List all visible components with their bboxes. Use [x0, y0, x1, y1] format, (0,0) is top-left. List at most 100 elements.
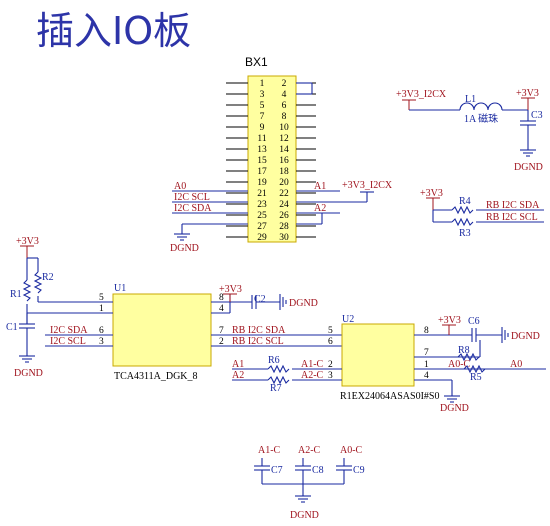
u2-net-a0: A0: [510, 359, 522, 370]
resistor-r4-icon: [451, 205, 474, 215]
connector-name: BX1: [245, 55, 268, 69]
caps-gnd-label: DGND: [290, 510, 319, 521]
u2-pwr: +3V3: [438, 315, 461, 326]
u2-pin-8: 8: [424, 326, 429, 336]
resistor-r3-icon: [451, 217, 474, 227]
inductor-icon: [459, 102, 503, 111]
u1-gnd-right: DGND: [289, 298, 318, 309]
cap-c6-ref: C6: [468, 316, 480, 327]
resistor-r5-ref: R5: [470, 372, 482, 383]
u1-pin-2: 2: [219, 337, 224, 347]
connector-pin-left: 7: [260, 112, 265, 122]
u1-gnd-left: DGND: [14, 368, 43, 379]
connector-pin-right: 28: [279, 222, 289, 232]
filter-cap-ref: C3: [531, 110, 543, 121]
connector-pin-right: 20: [279, 178, 289, 188]
net-label-i2c-scl: I2C SCL: [174, 192, 210, 203]
connector-pin-right: 2: [282, 79, 287, 89]
u2-gnd-right: DGND: [511, 331, 540, 342]
u2-pin-2: 2: [328, 360, 333, 370]
u1-pwr-left: +3V3: [16, 236, 39, 247]
connector-pin-left: 29: [257, 233, 267, 243]
filter-in-net: +3V3_I2CX: [396, 89, 447, 100]
connector-pin-right: 14: [279, 145, 289, 155]
resistor-r3-ref: R3: [459, 228, 471, 239]
u1-pwr-right: +3V3: [219, 284, 242, 295]
chip-u1-part: TCA4311A_DGK_8: [114, 371, 198, 382]
resistor-r8-icon: [457, 352, 480, 362]
page-title: 插入IO板: [36, 9, 191, 53]
resistor-r1-ref: R1: [10, 289, 22, 300]
u2-pin-3: 3: [328, 371, 333, 381]
u2-net-a2c: A2-C: [301, 370, 324, 381]
cap-c1-ref: C1: [6, 322, 18, 333]
u2-gnd-bottom: DGND: [440, 403, 469, 414]
resistor-r8-ref: R8: [458, 345, 470, 356]
connector-pin-right: 26: [279, 211, 289, 221]
connector-pin-left: 11: [257, 134, 266, 144]
connector-pin-right: 22: [279, 189, 289, 199]
cap-c7-ref: C7: [271, 465, 283, 476]
u1-net-rb-scl: RB I2C SCL: [232, 336, 284, 347]
connector-pin-left: 21: [257, 189, 267, 199]
connector-pin-left: 15: [257, 156, 267, 166]
net-label-a1: A1: [314, 181, 326, 192]
u2-pin-4: 4: [424, 371, 429, 381]
net-label-a2: A2: [314, 203, 326, 214]
inductor-value: 1A 磁珠: [464, 112, 498, 125]
u2-pin-5: 5: [328, 326, 333, 336]
resistor-r2-icon: [33, 271, 43, 294]
u1-net-scl: I2C SCL: [50, 336, 86, 347]
connector-pin-left: 5: [260, 101, 265, 111]
u1-pin-1: 1: [99, 304, 104, 314]
net-label-i2c-sda: I2C SDA: [174, 203, 212, 214]
connector-body: [247, 75, 297, 243]
u2-net-a2: A2: [232, 370, 244, 381]
resistor-r6-ref: R6: [268, 355, 280, 366]
net-label-a0: A0: [174, 181, 186, 192]
filter-l1: +3V3_I2CX L1 1A 磁珠 +3V3 C3 DGND: [396, 88, 543, 173]
u2-net-a0c: A0-C: [448, 359, 471, 370]
connector-pin-right: 6: [282, 101, 287, 111]
pullup-pwr-label: +3V3: [420, 188, 443, 199]
address-caps: A1-C A2-C A0-C C7 C8 C9 DGND: [254, 445, 365, 521]
cap-c9-ref: C9: [353, 465, 365, 476]
connector-pin-right: 8: [282, 112, 287, 122]
chip-u2-ref: U2: [342, 314, 354, 325]
filter-out-net: +3V3: [516, 88, 539, 99]
chip-u1: U1 TCA4311A_DGK_8 +3V3 R1 R2 C1 DGND I2C…: [6, 236, 342, 382]
u1-net-sda: I2C SDA: [50, 325, 88, 336]
connector-nets: A0 I2C SCL I2C SDA DGND A1 +3V3_I2CX A2: [170, 82, 393, 254]
connector-pin-right: 16: [279, 156, 289, 166]
resistor-r7-icon: [267, 375, 290, 385]
chip-u1-body: [112, 293, 212, 367]
u2-net-a1: A1: [232, 359, 244, 370]
chip-u1-ref: U1: [114, 283, 126, 294]
u2-net-a1c: A1-C: [301, 359, 324, 370]
connector-pin-right: 10: [279, 123, 289, 133]
u1-pin-5: 5: [99, 293, 104, 303]
connector-pin-left: 25: [257, 211, 267, 221]
cap-c2-ref: C2: [254, 294, 266, 305]
connector-pin-right: 12: [279, 134, 289, 144]
u1-pin-8: 8: [219, 293, 224, 303]
connector-gnd-label: DGND: [170, 243, 199, 254]
u2-pin-7: 7: [424, 348, 429, 358]
pullup-resistors: +3V3 R4 R3 RB I2C SDA RB I2C SCL: [420, 188, 544, 239]
connector-pin-right: 4: [282, 90, 287, 100]
chip-u2: U2 R1EX24064ASAS0I#S0 5 6 2 3 8 7 1 4 A1…: [232, 314, 546, 414]
u1-pin-4: 4: [219, 304, 224, 314]
cap-c8-ref: C8: [312, 465, 324, 476]
resistor-r5-icon: [463, 364, 486, 374]
u1-pin-3: 3: [99, 337, 104, 347]
u2-pin-1: 1: [424, 360, 429, 370]
connector-pin-right: 18: [279, 167, 289, 177]
resistor-r4-ref: R4: [459, 196, 471, 207]
u1-pin-6: 6: [99, 326, 104, 336]
inductor-ref: L1: [465, 94, 476, 105]
resistor-r1-icon: [22, 279, 32, 302]
connector-pin-left: 27: [257, 222, 267, 232]
